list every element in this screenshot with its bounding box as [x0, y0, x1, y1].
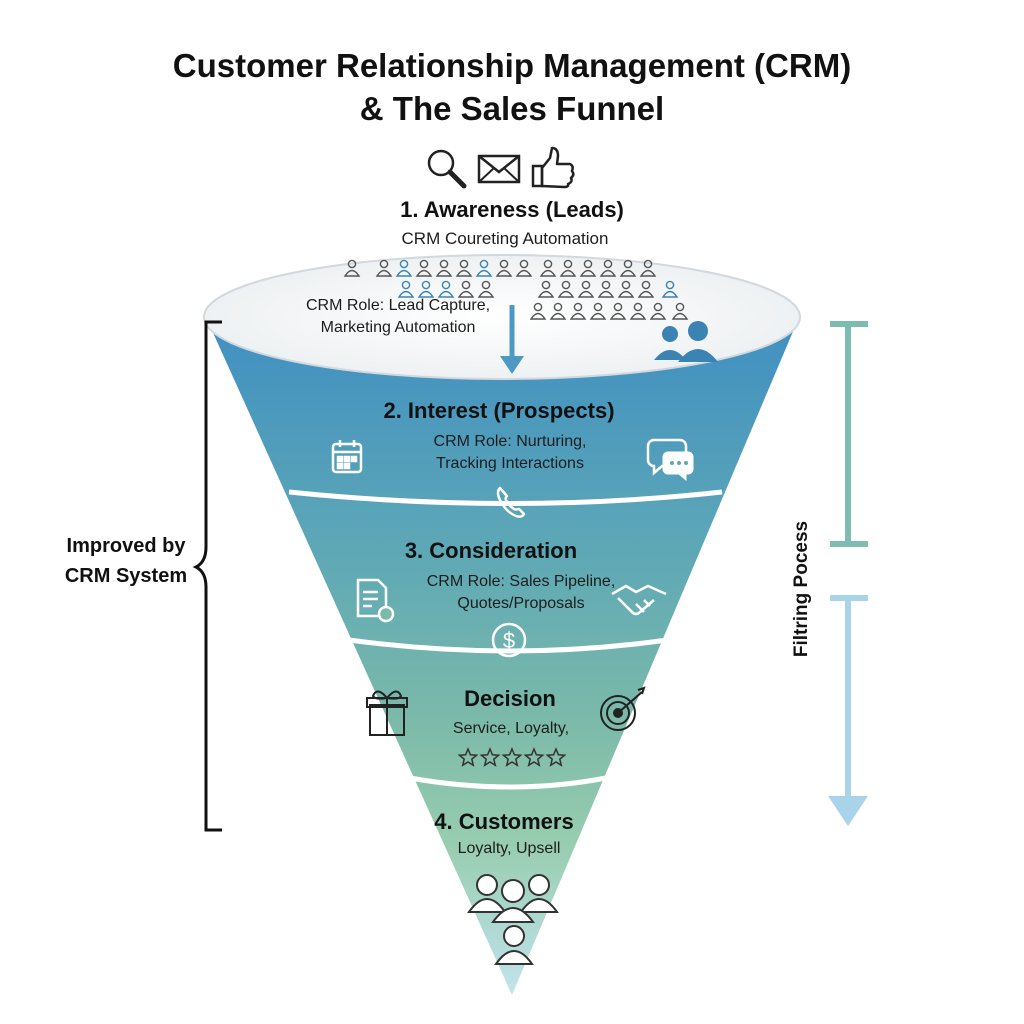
star-icon	[545, 747, 567, 767]
lead-person-icon	[559, 259, 577, 277]
document-icon	[356, 578, 395, 623]
filtering-process-text: Filtring Pocess	[791, 520, 812, 658]
improved-by-crm-line-2: CRM System	[64, 565, 188, 587]
stage-awareness-desc-line-2: Marketing Automation	[320, 319, 476, 336]
lead-person-icon	[375, 259, 393, 277]
magnifier-icon	[427, 149, 467, 189]
header-icons	[420, 146, 580, 192]
stage-consideration-desc-line-2: Quotes/Proposals	[457, 595, 585, 612]
lead-person-icon	[515, 259, 533, 277]
stage-customers-desc: Loyalty, Upsell	[279, 838, 739, 860]
stage-customers-desc-line-1: Loyalty, Upsell	[457, 840, 561, 857]
calendar-icon	[331, 440, 363, 474]
thumbs-up-icon	[531, 146, 575, 189]
target-icon	[600, 686, 646, 731]
lead-person-icon	[557, 280, 575, 298]
lead-person-icon	[477, 280, 495, 298]
lead-person-icon	[415, 259, 433, 277]
stage-consideration-desc: CRM Role: Sales Pipeline, Quotes/Proposa…	[291, 571, 751, 615]
lead-person-icon	[619, 259, 637, 277]
lead-person-icon	[599, 259, 617, 277]
lead-person-icon	[455, 259, 473, 277]
lead-person-icon	[579, 259, 597, 277]
separator-2	[348, 637, 668, 654]
title-line-2: & The Sales Funnel	[359, 90, 665, 127]
lead-person-icon	[395, 259, 413, 277]
team-icon	[654, 321, 718, 362]
star-icon	[457, 747, 479, 767]
lead-person-icon	[539, 259, 557, 277]
lead-person-icon	[457, 280, 475, 298]
lead-person-icon	[639, 259, 657, 277]
leads-crowd-icon	[343, 259, 689, 320]
improved-bracket	[192, 320, 222, 832]
lead-person-icon	[661, 280, 679, 298]
page-title: Customer Relationship Management (CRM) &…	[0, 44, 1024, 130]
separator-3	[409, 775, 607, 790]
lead-person-icon	[343, 259, 361, 277]
stage-awareness-title: 1. Awareness (Leads)	[400, 197, 624, 222]
stage-decision-desc-line-1: Service, Loyalty,	[452, 720, 570, 737]
rating-stars-icon	[457, 747, 567, 767]
lead-person-icon	[549, 302, 567, 320]
envelope-icon	[477, 154, 521, 184]
svg-text:$: $	[503, 628, 515, 653]
stage-awareness-desc: CRM Role: Lead Capture, Marketing Automa…	[168, 295, 628, 339]
handshake-icon	[611, 584, 667, 616]
star-icon	[501, 747, 523, 767]
stage-decision-title: Decision	[464, 686, 556, 711]
stage-consideration-title: 3. Consideration	[404, 538, 578, 563]
lead-person-icon	[609, 302, 627, 320]
dollar-icon: $	[491, 622, 527, 658]
lead-person-icon	[637, 280, 655, 298]
title-line-1: Customer Relationship Management (CRM)	[172, 47, 852, 84]
improved-by-crm-label: Improved by CRM System	[36, 531, 216, 591]
lead-person-icon	[397, 280, 415, 298]
stage-awareness-subtitle-text: CRM Coureting Automation	[401, 229, 609, 248]
stage-consideration-desc-line-1: CRM Role: Sales Pipeline,	[426, 573, 616, 590]
down-arrow-icon	[500, 305, 524, 374]
lead-person-icon	[529, 302, 547, 320]
stage-awareness-subtitle: CRM Coureting Automation	[275, 228, 735, 250]
chat-icon	[646, 438, 694, 482]
stage-interest-desc: CRM Role: Nurturing, Tracking Interactio…	[280, 431, 740, 475]
gift-icon	[366, 690, 408, 736]
lead-person-icon	[537, 280, 555, 298]
stage-interest-desc-line-2: Tracking Interactions	[436, 455, 584, 472]
stage-interest-title: 2. Interest (Prospects)	[383, 398, 615, 423]
lead-person-icon	[569, 302, 587, 320]
customers-group-icon	[467, 874, 559, 965]
lead-person-icon	[437, 280, 455, 298]
lead-person-icon	[629, 302, 647, 320]
filter-bar-icon	[830, 321, 868, 547]
stage-awareness-desc-line-1: CRM Role: Lead Capture,	[305, 297, 491, 314]
stage-interest-desc-line-1: CRM Role: Nurturing,	[433, 433, 587, 450]
lead-person-icon	[671, 302, 689, 320]
stage-decision-desc: Service, Loyalty,	[281, 718, 741, 740]
lead-person-icon	[417, 280, 435, 298]
lead-person-icon	[495, 259, 513, 277]
lead-person-icon	[597, 280, 615, 298]
lead-person-icon	[475, 259, 493, 277]
star-icon	[523, 747, 545, 767]
star-icon	[479, 747, 501, 767]
lead-person-icon	[617, 280, 635, 298]
lead-person-icon	[577, 280, 595, 298]
funnel-rim	[203, 254, 801, 380]
filter-arrow-icon	[828, 595, 868, 826]
phone-icon	[496, 486, 526, 518]
lead-person-icon	[589, 302, 607, 320]
stage-customers-title: 4. Customers	[434, 809, 574, 834]
lead-person-icon	[649, 302, 667, 320]
lead-person-icon	[435, 259, 453, 277]
improved-by-crm-line-1: Improved by	[66, 535, 186, 557]
